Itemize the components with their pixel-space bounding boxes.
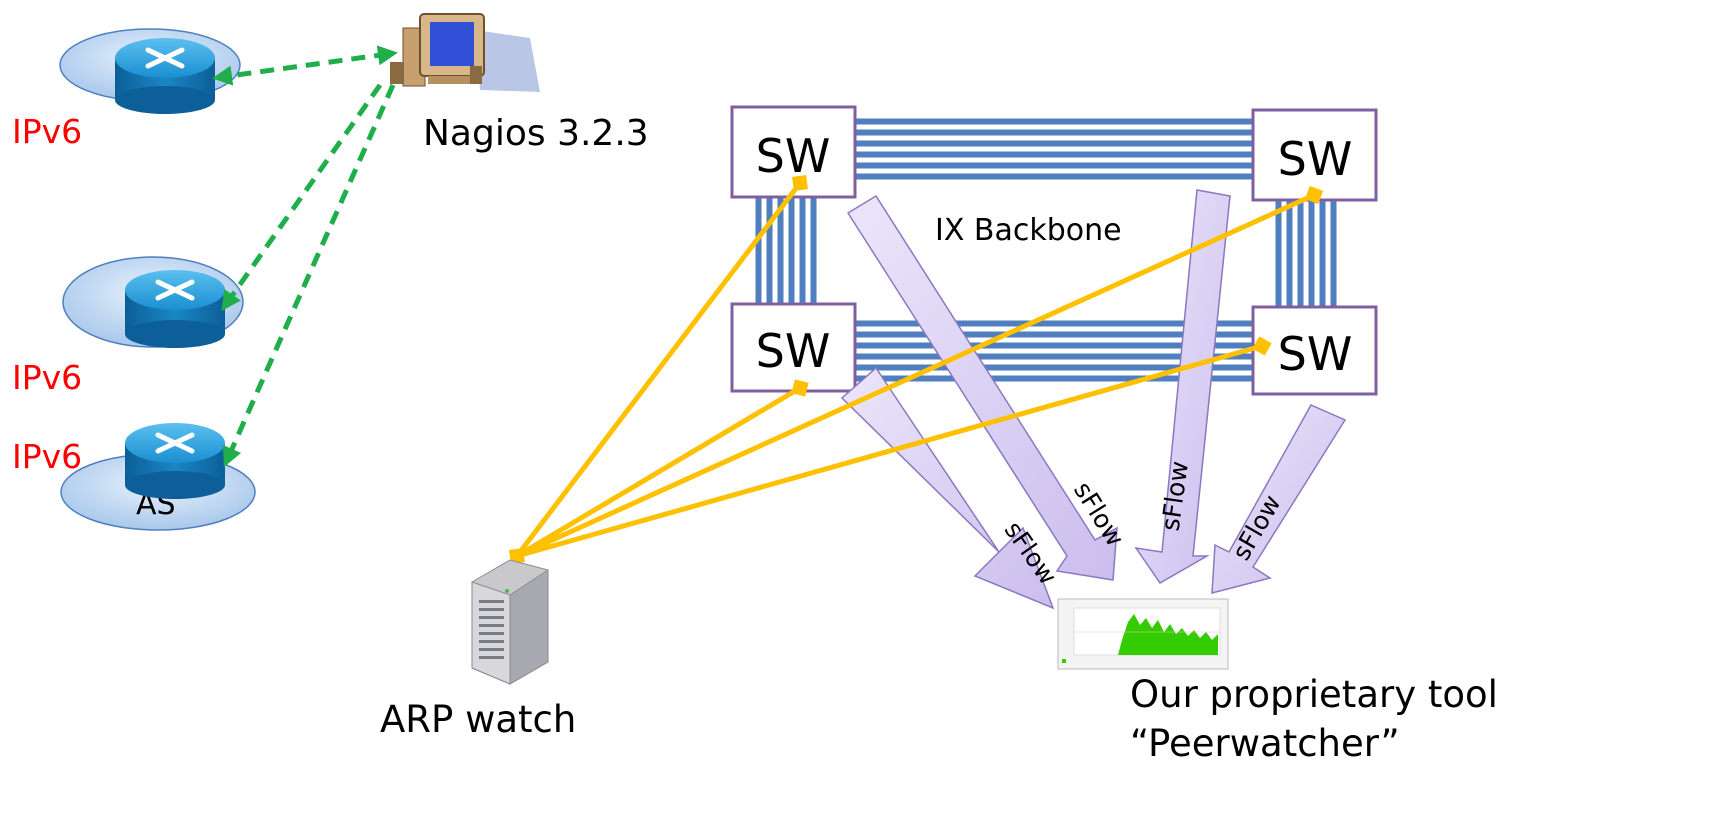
switch-label: SW: [1278, 132, 1353, 186]
router-arrows-icon: [155, 432, 195, 454]
trunk-link-right: [1329, 199, 1338, 308]
switch-top-right: SW: [1251, 108, 1378, 202]
tool-label-line2: “Peerwatcher”: [1130, 722, 1400, 765]
nagios-monitor-links: [212, 45, 398, 468]
trunk-link-top: [854, 150, 1254, 159]
sflow-arrow-4: sFlow: [1211, 404, 1347, 594]
switch-top-left: SW: [730, 105, 857, 199]
arp-watch-label: ARP watch: [380, 698, 576, 741]
switch-bottom-left: SW: [730, 302, 857, 393]
trunk-link-top: [854, 128, 1254, 137]
trunk-link-top: [854, 172, 1254, 181]
trunk-link-right: [1296, 199, 1305, 308]
nagios-label: Nagios 3.2.3: [423, 113, 649, 154]
trunk-link-top: [854, 161, 1254, 170]
switch-label: SW: [1278, 327, 1353, 381]
switch-label: SW: [756, 324, 831, 378]
trunk-link-top: [854, 117, 1254, 126]
arp-watch-links: [509, 175, 1324, 564]
switch-bottom-right: SW: [1251, 305, 1378, 396]
trunk-link-left: [798, 196, 807, 305]
trunk-link-left: [754, 196, 763, 305]
trunk-link-right: [1307, 199, 1316, 308]
trunk-link-top: [854, 139, 1254, 148]
ipv6-label-3: IPv6: [12, 437, 82, 476]
ipv6-label-2: IPv6: [12, 358, 82, 397]
router-2: [62, 256, 244, 348]
trunk-link-right: [1318, 199, 1327, 308]
trunk-link-left: [787, 196, 796, 305]
router-arrows-icon: [145, 47, 185, 69]
trunk-link-right: [1285, 199, 1294, 308]
peerwatcher-graph-thumbnail: [1057, 598, 1229, 670]
router-arrows-icon: [155, 279, 195, 301]
sflow-arrow-3: sFlow: [1134, 189, 1231, 584]
sflow-arrow-1: sFlow: [840, 366, 1063, 610]
nagios-computer-icon: [390, 13, 540, 92]
trunk-link-right: [1274, 199, 1283, 308]
arp-watch-server-icon: [471, 559, 549, 685]
trunk-link-left: [765, 196, 774, 305]
switch-label: SW: [756, 129, 831, 183]
trunk-link-left: [809, 196, 818, 305]
ipv6-label-1: IPv6: [12, 112, 82, 151]
router-3-as: AS: [60, 423, 256, 531]
router-1: [59, 28, 241, 114]
backbone-label: IX Backbone: [935, 213, 1122, 248]
tool-label-line1: Our proprietary tool: [1130, 673, 1498, 716]
